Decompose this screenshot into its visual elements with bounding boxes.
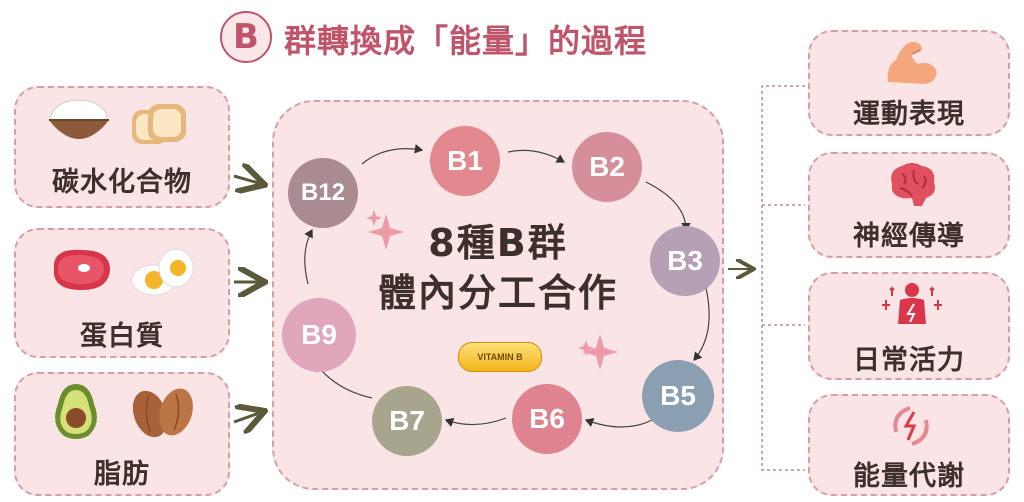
arrow-b1-b2 [507,149,566,163]
steak-icon [54,249,110,290]
output-bracket [761,85,805,471]
arrow-b9-b12 [304,228,313,285]
output-box-nerve: 神經傳導 [808,152,1010,258]
energy-cycle-icon [893,406,929,446]
b-vitamin-cycle-panel: B1 B2 B3 B5 B6 B7 B9 B12 8種B群 體內分工合作 VIT… [272,100,724,490]
output-label-metabolism: 能量代謝 [853,461,965,492]
arrow-b6-b7 [444,417,507,427]
input-label-protein: 蛋白質 [80,321,164,352]
b-badge: B [220,11,272,63]
output-box-metabolism: 能量代謝 [808,394,1010,496]
input-label-fat: 脂肪 [94,459,150,490]
cycle-node-b3: B3 [650,226,720,296]
sparkle-icon [366,210,618,370]
input-label-carb: 碳水化合物 [52,167,192,198]
output-box-vitality: 日常活力 [808,272,1010,380]
cycle-node-b2: B2 [572,132,642,202]
output-label-exercise: 運動表現 [853,99,965,130]
brain-icon [891,163,935,206]
boiled-egg-icon [131,248,194,296]
center-subheading: 體內分工合作 [377,271,618,315]
output-box-exercise: 運動表現 [808,30,1010,136]
input-box-carb: 碳水化合物 [14,86,230,208]
center-heading: 8種B群 [428,221,568,265]
flexed-arm-icon [887,42,937,84]
bread-icon [132,104,186,144]
arrow-b5-b6 [584,417,653,428]
arrow-b12-b1 [361,144,424,165]
cycle-node-b1: B1 [430,126,500,196]
output-label-vitality: 日常活力 [853,345,965,376]
avocado-icon [55,384,97,439]
arrow-b2-b3 [645,181,691,232]
energetic-person-icon [882,283,942,324]
rice-bowl-icon [49,99,109,139]
cycle-node-b12: B12 [288,158,358,228]
input-arrow-carb [233,176,262,184]
cycle-node-b7: B7 [372,386,442,456]
arrow-b3-b5 [693,287,710,361]
input-box-protein: 蛋白質 [14,228,230,358]
output-label-nerve: 神經傳導 [853,221,965,252]
cycle-node-b5: B5 [642,360,714,432]
page-title: 群轉換成「能量」的過程 [284,22,648,60]
input-box-fat: 脂肪 [14,372,230,496]
title-bar: B 群轉換成「能量」的過程 [218,6,758,64]
input-arrow-fat [233,412,262,422]
cycle-node-b9: B9 [282,298,356,372]
almond-icon [132,388,193,438]
cycle-node-b6: B6 [512,384,582,454]
vitamin-b-capsule: VITAMIN B [458,342,542,372]
